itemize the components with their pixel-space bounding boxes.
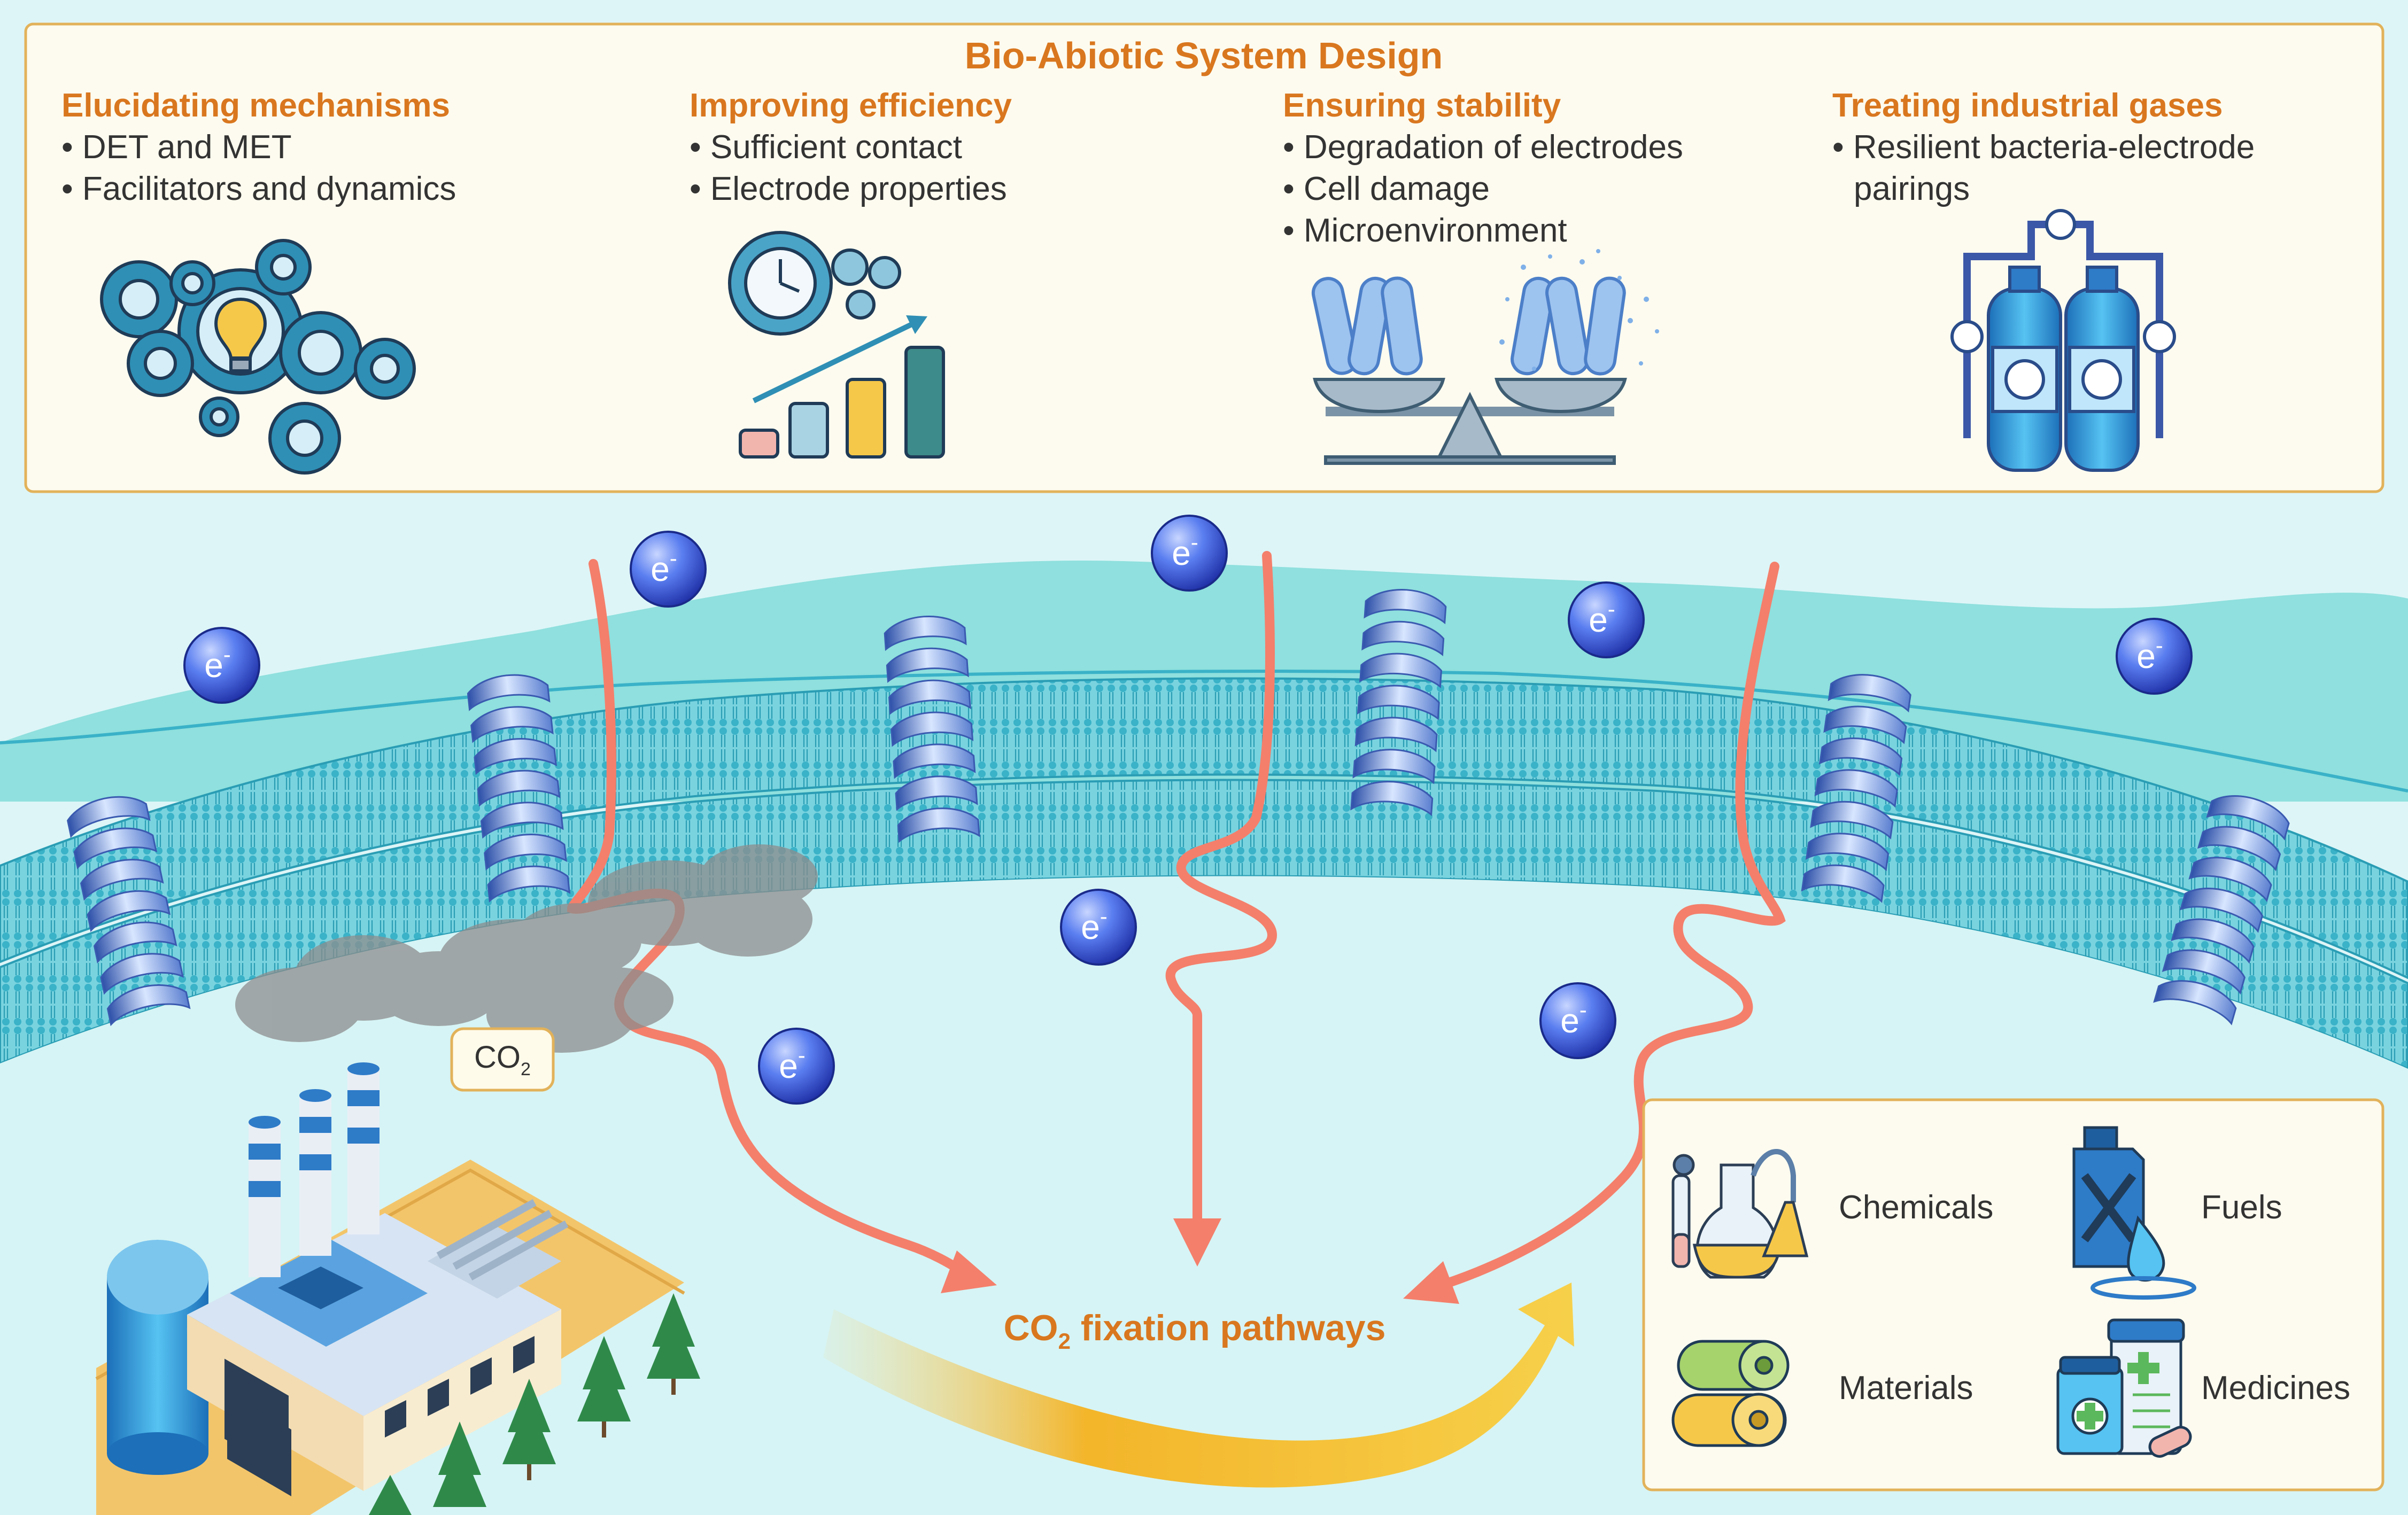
helix-5 <box>1801 674 1911 903</box>
electron-5: e- <box>2116 618 2193 695</box>
co2-label: CO2 <box>474 1040 531 1079</box>
medicine-bottles-icon <box>2056 1318 2192 1458</box>
electron-symbol: e- <box>1589 596 1615 639</box>
factory-icon <box>95 1062 700 1515</box>
gas-cylinders-icon <box>1950 209 2176 472</box>
column-heading-industrial-gases: Treating industrial gases <box>1832 87 2223 124</box>
bullet-resilient-pairings-cont: pairings <box>1854 170 1970 207</box>
electron-symbol: e- <box>779 1043 806 1085</box>
pathway-label: CO2 fixation pathways <box>1004 1308 1386 1354</box>
bullet-microenvironment: • Microenvironment <box>1283 212 1567 249</box>
electron-7: e- <box>758 1028 835 1105</box>
electron-symbol: e- <box>1172 530 1198 572</box>
design-panel <box>24 22 2384 493</box>
bullet-degradation: • Degradation of electrodes <box>1283 129 1683 166</box>
product-label-fuels: Fuels <box>2201 1189 2282 1226</box>
products-panel <box>1642 1098 2384 1491</box>
electron-symbol: e- <box>204 642 231 685</box>
helix-2 <box>467 674 571 903</box>
helix-4 <box>1350 588 1447 817</box>
lab-flasks-icon <box>1671 1149 1809 1279</box>
bullet-sufficient-contact: • Sufficient contact <box>690 129 962 166</box>
arrowhead-right <box>1403 1261 1459 1304</box>
co2-fixation-arrow <box>823 1283 1574 1488</box>
column-heading-stability: Ensuring stability <box>1283 87 1561 124</box>
design-panel-title: Bio-Abiotic System Design <box>965 35 1443 76</box>
electron-1: e- <box>183 627 260 704</box>
membrane-outer-edge <box>0 670 2408 793</box>
arrowhead-middle <box>1173 1218 1221 1267</box>
material-rolls-icon <box>1671 1340 1790 1447</box>
electron-3: e- <box>1151 515 1228 592</box>
transmembrane-helices <box>67 588 2290 1027</box>
helix-1 <box>67 796 191 1027</box>
column-heading-efficiency: Improving efficiency <box>690 87 1012 124</box>
product-label-chemicals: Chemicals <box>1839 1189 1993 1226</box>
column-heading-mechanisms: Elucidating mechanisms <box>61 87 450 124</box>
electron-symbol: e- <box>2136 633 2163 675</box>
electron-path-left <box>567 559 978 1282</box>
gears-lightbulb-icon <box>100 239 416 475</box>
bullet-facilitators: • Facilitators and dynamics <box>61 170 456 207</box>
co2-label-box <box>450 1027 555 1092</box>
electron-transfer-paths <box>567 551 1786 1293</box>
bullet-det-met: • DET and MET <box>61 129 292 166</box>
electron-symbol: e- <box>1560 997 1587 1040</box>
electron-6: e- <box>1060 889 1137 966</box>
electron-8: e- <box>1539 982 1616 1059</box>
bullet-electrode-properties: • Electrode properties <box>690 170 1007 207</box>
fuel-canister-icon <box>2072 1126 2196 1300</box>
helix-6 <box>2153 795 2290 1025</box>
product-label-medicines: Medicines <box>2201 1370 2350 1407</box>
electron-path-right <box>1428 562 1786 1293</box>
product-label-materials: Materials <box>1839 1370 1973 1407</box>
electron-symbol: e- <box>651 546 677 588</box>
helix-3 <box>884 615 980 843</box>
lipid-bilayer-upper <box>0 677 2408 980</box>
bullet-resilient-pairings: • Resilient bacteria-electrode <box>1832 129 2255 166</box>
electron-2: e- <box>630 531 707 608</box>
electron-path-middle <box>1165 551 1277 1250</box>
electron-symbol: e- <box>1081 904 1108 946</box>
clock-bar-chart-icon <box>728 231 945 459</box>
balance-scale-bacteria-icon <box>1311 249 1659 465</box>
bullet-cell-damage: • Cell damage <box>1283 170 1490 207</box>
arrowhead-left <box>941 1250 997 1293</box>
electrons: e-e-e-e-e-e-e-e- <box>183 515 2193 1105</box>
electron-4: e- <box>1568 581 1645 658</box>
